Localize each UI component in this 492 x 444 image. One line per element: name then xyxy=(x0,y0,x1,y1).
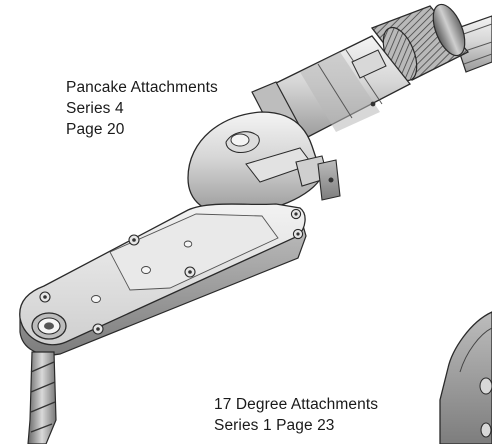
drill-bit xyxy=(27,351,57,444)
caption-line: Page 20 xyxy=(66,121,125,138)
caption-line: Series 4 xyxy=(66,100,124,117)
angle-head xyxy=(187,111,341,215)
pancake-attachments-caption: Pancake Attachments Series 4 Page 20 xyxy=(66,77,218,140)
caption-line: 17 Degree Attachments xyxy=(214,396,379,413)
caption-line: Series 1 Page 23 xyxy=(214,417,335,434)
seventeen-degree-attachment-partial xyxy=(439,311,492,444)
pancake-arm xyxy=(19,203,307,356)
caption-line: Pancake Attachments xyxy=(66,79,218,96)
seventeen-degree-attachments-caption: 17 Degree Attachments Series 1 Page 23 xyxy=(214,394,378,436)
